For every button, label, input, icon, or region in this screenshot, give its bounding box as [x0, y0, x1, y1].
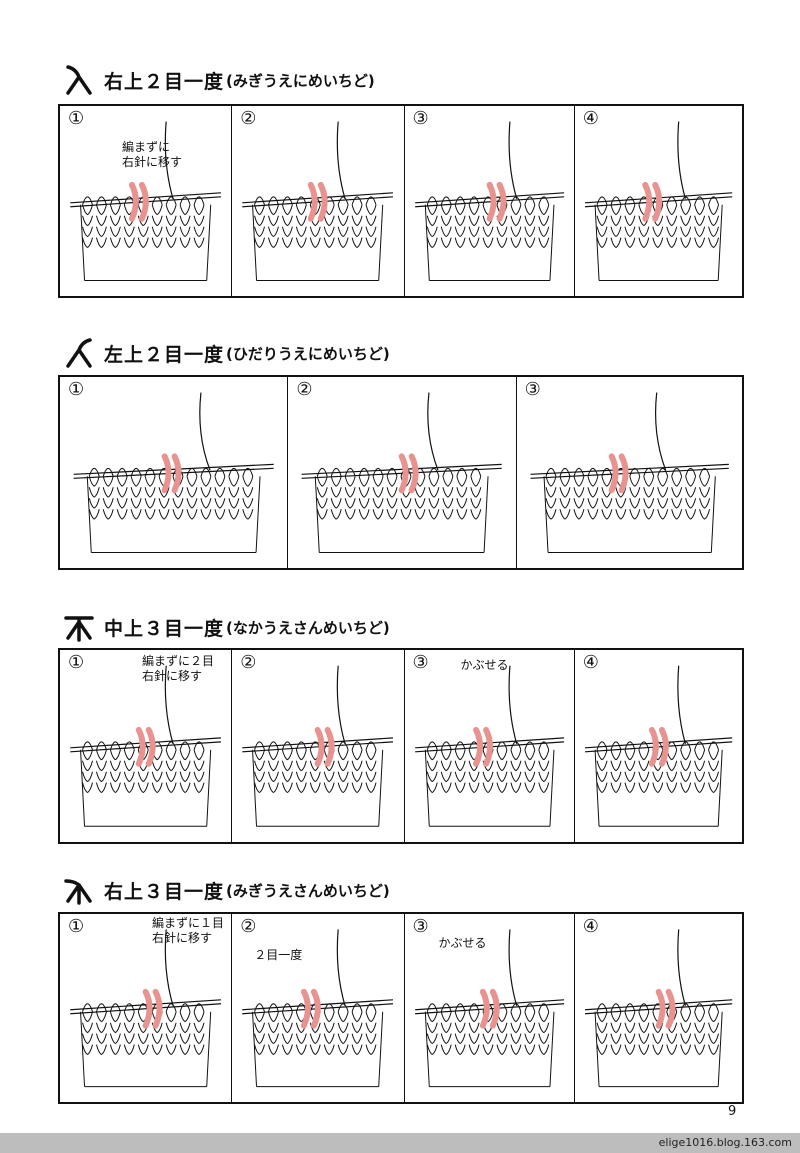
- step-number: ③: [412, 916, 429, 937]
- footer-bar: elige1016.blog.163.com: [0, 1133, 800, 1153]
- knitting-illustration: [584, 929, 733, 1088]
- step-panels: ① 編まずに１目 右針に移す ② ２目一度 ③ かぶせる ④: [58, 912, 744, 1104]
- section-title-row: 右上３目一度 (みぎうえさんめいちど): [62, 872, 390, 908]
- step-number: ①: [68, 652, 85, 673]
- section-title: 左上２目一度: [104, 343, 225, 366]
- right-over-3-together-icon: [64, 879, 92, 905]
- knitting-illustration: [242, 929, 394, 1088]
- knitting-illustration: [584, 121, 733, 281]
- knitting-illustration: [70, 121, 222, 281]
- knitting-illustration: [242, 665, 394, 827]
- right-over-2-together-icon: [66, 65, 92, 95]
- step-number: ④: [582, 916, 599, 937]
- fabric: [315, 467, 489, 553]
- step-note: 編まずに１目 右針に移す: [152, 916, 225, 945]
- step-panel: ③: [405, 106, 575, 296]
- step-number: ③: [412, 108, 429, 129]
- step-panel: ③ かぶせる: [405, 914, 575, 1102]
- section-reading: (みぎうえさんめいちど): [226, 881, 390, 900]
- step-panel: ① 編まずに 右針に移す: [60, 106, 233, 296]
- center-3-together-icon: [64, 616, 94, 642]
- section-title-row: 右上２目一度 (みぎうえにめいちど): [62, 62, 375, 98]
- step-panel: ②: [288, 377, 517, 568]
- section-title: 中上３目一度: [104, 617, 225, 640]
- step-number: ②: [240, 652, 257, 673]
- fabric: [594, 741, 723, 827]
- footer-watermark: elige1016.blog.163.com: [658, 1136, 792, 1149]
- step-panel: ②: [232, 650, 405, 842]
- fabric: [80, 741, 212, 827]
- section-reading: (ひだりうえにめいちど): [226, 344, 390, 363]
- fabric: [80, 1003, 212, 1088]
- step-number: ①: [68, 916, 85, 937]
- knitting-illustration: [530, 392, 729, 553]
- step-number: ③: [524, 379, 541, 400]
- fabric: [594, 1003, 723, 1088]
- knitting-illustration: [584, 665, 733, 827]
- step-number: ①: [68, 379, 85, 400]
- knitting-illustration: [301, 392, 503, 553]
- fabric: [252, 741, 384, 827]
- step-panel: ① 編まずに１目 右針に移す: [60, 914, 233, 1102]
- step-number: ②: [296, 379, 313, 400]
- fabric: [424, 1003, 554, 1088]
- page-number: 9: [728, 1104, 737, 1119]
- section-title: 右上２目一度: [104, 70, 225, 93]
- step-panel: ②: [232, 106, 405, 296]
- section-title-row: 中上３目一度 (なかうえさんめいちど): [62, 609, 390, 645]
- fabric: [86, 467, 261, 553]
- step-number: ④: [582, 108, 599, 129]
- step-number: ④: [582, 652, 599, 673]
- step-panel: ①: [60, 377, 289, 568]
- fabric: [424, 196, 554, 281]
- knitting-illustration: [414, 665, 564, 827]
- knitting-illustration: [242, 121, 394, 281]
- step-panel: ④: [575, 650, 742, 842]
- knitting-illustration: [70, 665, 222, 827]
- step-number: ①: [68, 108, 85, 129]
- fabric: [252, 196, 384, 281]
- knitting-illustration: [70, 929, 222, 1088]
- section-reading: (みぎうえにめいちど): [226, 71, 375, 90]
- section-title-row: 左上２目一度 (ひだりうえにめいちど): [62, 335, 390, 371]
- section-reading: (なかうえさんめいちど): [226, 618, 390, 637]
- step-note: かぶせる: [460, 658, 509, 672]
- step-panel: ③: [517, 377, 742, 568]
- fabric: [543, 467, 716, 553]
- step-panel: ① 編まずに２目 右針に移す: [60, 650, 233, 842]
- step-number: ③: [412, 652, 429, 673]
- step-panels: ① 編まずに２目 右針に移す ② ③ かぶせる ④: [58, 648, 744, 844]
- left-over-2-together-icon: [66, 338, 92, 368]
- knitting-illustration: [73, 392, 274, 553]
- step-note: ２目一度: [254, 948, 303, 962]
- step-panel: ④: [575, 914, 742, 1102]
- step-panel: ④: [575, 106, 742, 296]
- step-number: ②: [240, 108, 257, 129]
- step-note: かぶせる: [438, 936, 487, 950]
- section-title: 右上３目一度: [104, 880, 225, 903]
- step-panel: ③ かぶせる: [405, 650, 575, 842]
- knitting-illustration: [414, 929, 564, 1088]
- step-note: 編まずに２目 右針に移す: [142, 654, 215, 683]
- step-panel: ② ２目一度: [232, 914, 405, 1102]
- knitting-illustration: [414, 121, 564, 281]
- step-number: ②: [240, 916, 257, 937]
- fabric: [424, 741, 554, 827]
- step-panels: ① 編まずに 右針に移す ② ③ ④: [58, 104, 744, 298]
- fabric: [594, 196, 723, 281]
- step-panels: ① ② ③: [58, 375, 744, 570]
